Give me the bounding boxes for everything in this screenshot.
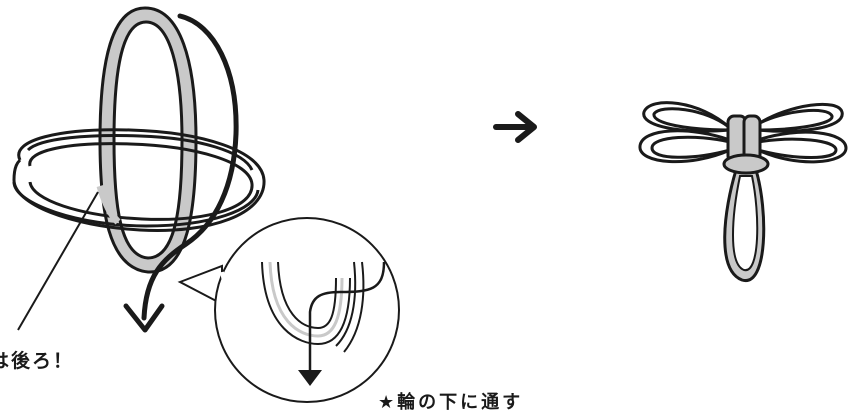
threading-cord <box>141 13 239 321</box>
left-bow-wings <box>638 101 732 164</box>
right-arrow-icon <box>493 111 537 143</box>
leader-line <box>17 191 99 331</box>
down-arrow-icon <box>123 303 165 333</box>
zoom-down-arrow-icon <box>298 370 322 386</box>
bow-knot-center <box>722 114 770 175</box>
gray-strand-behind <box>96 185 121 225</box>
behind-note: は後ろ！ <box>0 350 75 372</box>
through-loop-note: ★輪の下に通す <box>378 392 524 413</box>
zoom-callout <box>177 217 400 403</box>
vertical-cord-loop <box>98 6 198 274</box>
finished-bow-illustration <box>638 101 848 282</box>
knot-step-illustration <box>12 6 400 403</box>
right-bow-wings <box>757 102 848 164</box>
bottom-bow-loop <box>723 168 766 282</box>
